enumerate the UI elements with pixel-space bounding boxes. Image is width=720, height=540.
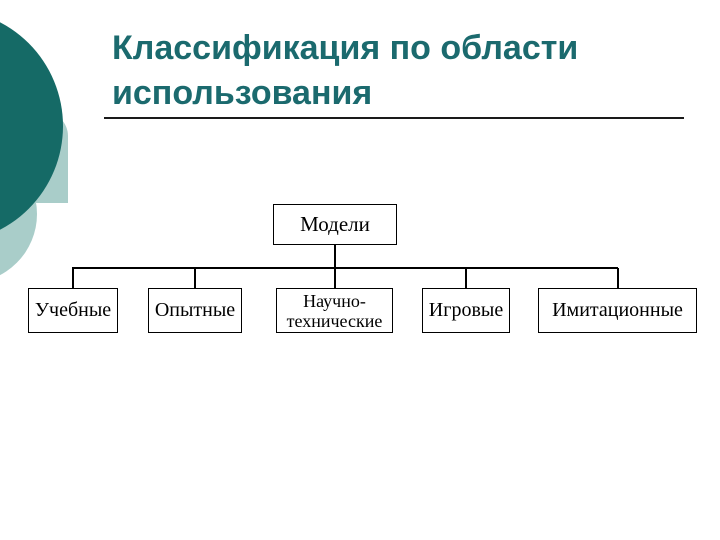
- tree-node-label: Игровые: [428, 299, 504, 321]
- connector-stub-2: [194, 268, 196, 289]
- tree-node-educational: Учебные: [28, 288, 118, 333]
- slide-title: Классификация по области использования: [112, 29, 579, 112]
- tree-node-root-label: Модели: [300, 212, 370, 236]
- connector-stub-5: [617, 268, 619, 289]
- tree-node-label: Опытные: [154, 299, 236, 321]
- tree-node-label: Учебные: [34, 299, 112, 321]
- connector-stub-1: [72, 268, 74, 289]
- tree-node-gaming: Игровые: [422, 288, 510, 333]
- connector-horizontal: [72, 267, 618, 269]
- connector-root-vertical: [334, 245, 336, 268]
- tree-node-root: Модели: [273, 204, 397, 245]
- tree-node-experimental: Опытные: [148, 288, 242, 333]
- connector-stub-3: [334, 268, 336, 289]
- tree-node-label: Научно-технические: [286, 290, 383, 331]
- tree-node-scientific-technical: Научно-технические: [276, 288, 393, 333]
- tree-node-label: Имитационные: [552, 299, 683, 321]
- title-divider-line: [104, 117, 684, 119]
- tree-node-simulation: Имитационные: [538, 288, 697, 333]
- connector-stub-4: [465, 268, 467, 289]
